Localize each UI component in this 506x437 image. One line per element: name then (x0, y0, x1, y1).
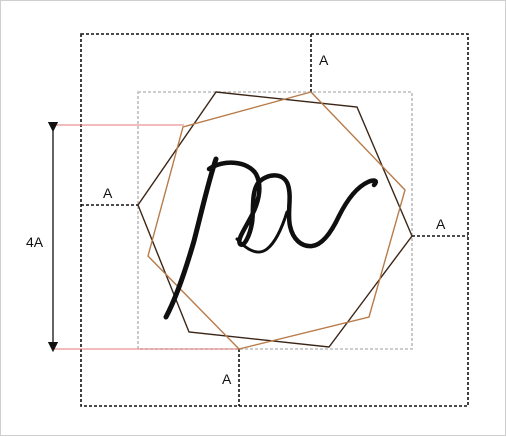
inner-bounding-box (137, 91, 413, 350)
dark-heptagon-outline (137, 91, 413, 348)
light-heptagon-outline (147, 91, 406, 350)
monogram-descender-stroke (163, 156, 219, 320)
label-left-a: A (103, 185, 113, 201)
monogram-script-stroke (206, 160, 378, 249)
label-height-4a: 4A (26, 234, 44, 250)
label-bottom-a: A (222, 371, 232, 387)
label-right-a: A (436, 216, 446, 232)
outer-clearspace-frame (80, 33, 469, 407)
monogram-connector-stroke (235, 210, 289, 254)
label-top-a: A (319, 52, 329, 68)
pw-monogram (163, 156, 378, 320)
